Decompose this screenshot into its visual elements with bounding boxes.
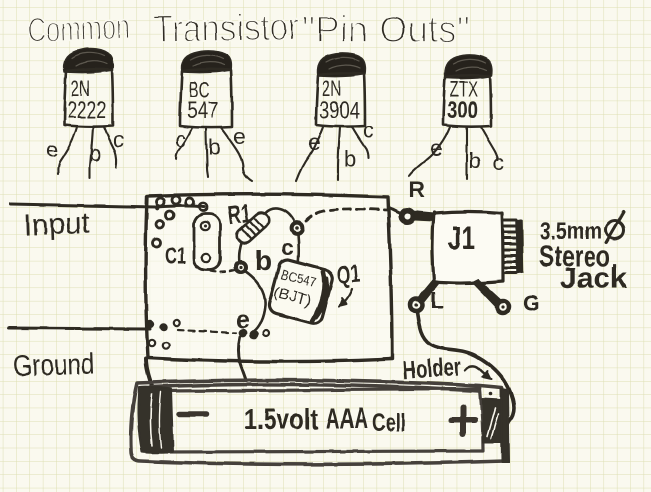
svg-text:b: b: [208, 135, 220, 160]
svg-text:R: R: [409, 177, 425, 202]
svg-text:,: ,: [612, 247, 618, 272]
svg-text:c: c: [281, 234, 294, 260]
svg-text:b: b: [89, 141, 101, 166]
svg-text:1.5volt: 1.5volt: [244, 404, 318, 436]
svg-text:Jack: Jack: [560, 262, 627, 295]
svg-text:Input: Input: [23, 207, 91, 242]
svg-text:c: c: [493, 150, 504, 175]
svg-text:c: c: [175, 127, 186, 152]
svg-text:300: 300: [447, 97, 478, 124]
svg-text:e: e: [430, 136, 442, 161]
svg-text:2N: 2N: [71, 76, 90, 101]
svg-text:3904: 3904: [319, 97, 360, 124]
svg-text:L: L: [430, 288, 443, 313]
svg-text:e: e: [308, 130, 320, 155]
svg-text:ZTX: ZTX: [450, 77, 478, 102]
svg-text:G: G: [523, 291, 540, 316]
svg-text:e: e: [46, 137, 58, 162]
svg-text:C1: C1: [165, 243, 186, 270]
svg-text:Stereo: Stereo: [539, 240, 610, 273]
svg-text:b: b: [255, 245, 272, 276]
svg-text:BC: BC: [189, 77, 210, 102]
svg-text:3.5mm: 3.5mm: [540, 218, 602, 245]
svg-text:R1: R1: [226, 197, 253, 230]
svg-text:e: e: [233, 124, 245, 149]
svg-text:2222: 2222: [67, 97, 106, 124]
svg-text:Holder: Holder: [402, 353, 462, 385]
svg-text:Ground: Ground: [12, 347, 95, 383]
svg-text:J1: J1: [448, 220, 475, 256]
svg-text:b: b: [344, 146, 356, 171]
svg-text:c: c: [363, 118, 374, 143]
svg-text:Q1: Q1: [336, 260, 361, 290]
svg-text:b: b: [469, 148, 481, 173]
svg-text:c: c: [113, 127, 124, 152]
svg-text:e: e: [236, 306, 250, 334]
svg-text:2N: 2N: [322, 76, 341, 101]
svg-text:AAA: AAA: [326, 403, 368, 435]
svg-text:"Pin Outs": "Pin Outs": [302, 9, 470, 50]
svg-text:547: 547: [187, 97, 218, 124]
svg-text:Common: Common: [27, 8, 130, 50]
svg-text:Cell: Cell: [372, 409, 406, 437]
svg-text:Transistor: Transistor: [153, 7, 300, 52]
